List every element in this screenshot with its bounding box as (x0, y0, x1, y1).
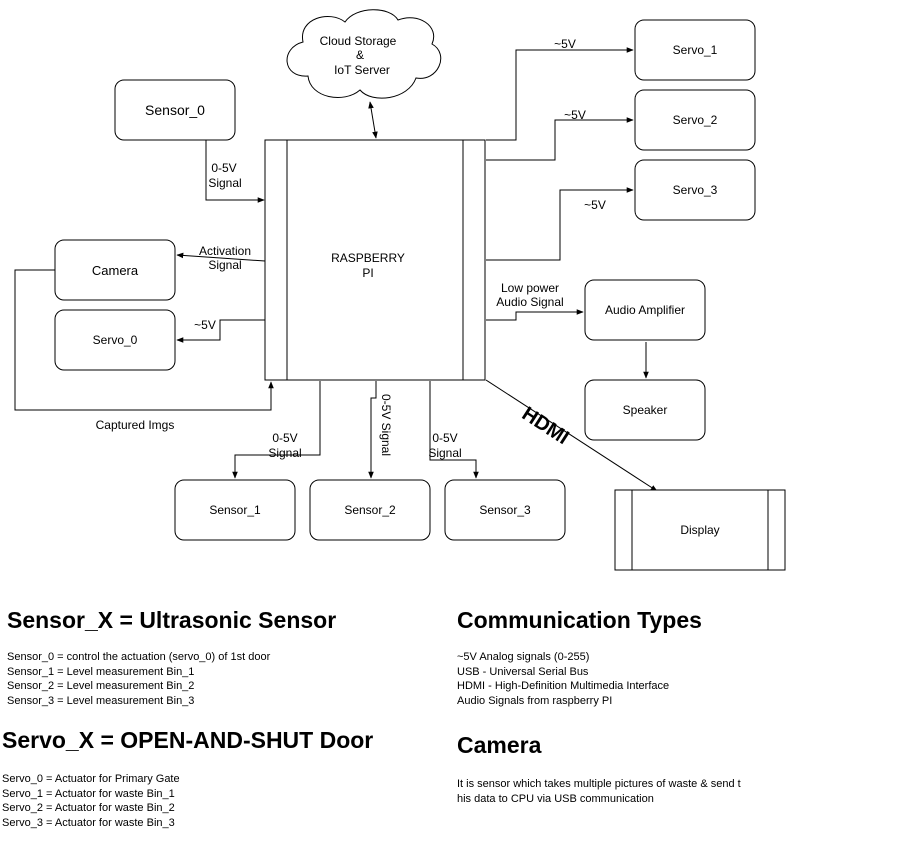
legend-sensors-list: Sensor_0 = control the actuation (servo_… (7, 650, 336, 708)
sensor-2-label: Sensor_2 (344, 503, 396, 517)
legend-servos-list: Servo_0 = Actuator for Primary Gate Serv… (2, 772, 373, 830)
edge-camera-to-pi (14, 269, 274, 411)
activation-label-a: Activation (199, 244, 251, 258)
edge-pi-to-servo1 (486, 47, 634, 141)
sensor-0-node: Sensor_0 (114, 79, 236, 141)
edge-pi-cloud (368, 101, 378, 139)
audio-signal-label-a: Low power (501, 281, 559, 295)
edge-pi-to-sensor3 (429, 381, 479, 479)
legend-communication-item: HDMI - High-Definition Multimedia Interf… (457, 680, 670, 692)
raspberry-pi-node: RASPBERRY PI (264, 139, 486, 381)
connectors (14, 47, 658, 492)
display-label: Display (680, 523, 719, 537)
legend-servos-item: Servo_1 = Actuator for waste Bin_1 (2, 787, 175, 800)
speaker-node: Speaker (584, 379, 706, 441)
legend-communication-item: USB - Universal Serial Bus (457, 665, 589, 678)
servo-1-node: Servo_1 (634, 19, 756, 81)
legend-communication-item: ~5V Analog signals (0-255) (457, 651, 590, 663)
legend-sensors-item: Sensor_2 = Level measurement Bin_2 (7, 680, 195, 692)
cloud-node: Cloud Storage & IoT Server (286, 9, 442, 99)
sensor3-edge-label-a: 0-5V (432, 431, 457, 445)
edge-sensor0-to-pi (205, 140, 265, 203)
edge-pi-to-servo3 (486, 187, 634, 261)
legend-sensors: Sensor_X = Ultrasonic Sensor Sensor_0 = … (7, 606, 336, 708)
sensor2-edge-label: 0-5V Signal (379, 394, 393, 456)
servo-0-node: Servo_0 (54, 309, 176, 371)
sensor0-edge-label-a: 0-5V (211, 161, 236, 175)
camera-label: Camera (92, 263, 139, 278)
edge-pi-to-camera (176, 252, 266, 262)
servo-3-node: Servo_3 (634, 159, 756, 221)
sensor-1-node: Sensor_1 (174, 479, 296, 541)
sensor3-edge-label-b: Signal (428, 446, 461, 460)
sensor-0-label: Sensor_0 (145, 102, 205, 118)
edge-pi-to-servo0 (176, 319, 265, 343)
pi-label-line2: PI (362, 266, 373, 280)
legend-servos-item: Servo_0 = Actuator for Primary Gate (2, 773, 180, 785)
display-node: Display (614, 489, 786, 571)
legend-sensors-item: Sensor_1 = Level measurement Bin_1 (7, 665, 195, 678)
cloud-label-line2: & (356, 48, 364, 62)
legend-camera-title: Camera (457, 732, 542, 758)
pi-label-line1: RASPBERRY (331, 251, 405, 265)
servo1-voltage-label: ~5V (554, 37, 576, 51)
legend-camera-line1: It is sensor which takes multiple pictur… (457, 778, 741, 790)
speaker-label: Speaker (623, 403, 668, 417)
legend-communication-list: ~5V Analog signals (0-255) USB - Univers… (457, 650, 702, 708)
edge-pi-to-sensor1 (232, 381, 321, 479)
servo3-voltage-label: ~5V (584, 198, 606, 212)
legend-sensors-item: Sensor_3 = Level measurement Bin_3 (7, 694, 195, 707)
captured-imgs-label: Captured Imgs (96, 418, 175, 432)
legend-servos-item: Servo_2 = Actuator for waste Bin_2 (2, 802, 175, 814)
activation-label-b: Signal (208, 258, 241, 272)
hdmi-label: HDMI (518, 403, 573, 449)
system-diagram: RASPBERRY PI Cloud Storage & IoT Server … (14, 9, 786, 571)
sensor1-edge-label-b: Signal (268, 446, 301, 460)
edge-pi-to-sensor2 (368, 381, 377, 479)
legend-camera: Camera It is sensor which takes multiple… (457, 731, 741, 806)
audio-signal-label-b: Audio Signal (496, 295, 563, 309)
legend-servos-item: Servo_3 = Actuator for waste Bin_3 (2, 816, 175, 829)
legend-sensors-item: Sensor_0 = control the actuation (servo_… (7, 651, 271, 663)
servo2-voltage-label: ~5V (564, 108, 586, 122)
edge-pi-to-amplifier (486, 309, 584, 321)
legend-communication: Communication Types ~5V Analog signals (… (457, 606, 702, 708)
servo-3-label: Servo_3 (673, 183, 718, 197)
servo-1-label: Servo_1 (673, 43, 718, 57)
cloud-label-line1: Cloud Storage (320, 34, 397, 48)
servo-2-label: Servo_2 (673, 113, 718, 127)
sensor0-edge-label-b: Signal (208, 176, 241, 190)
legend-servos-title: Servo_X = OPEN-AND-SHUT Door (2, 727, 374, 753)
legend-communication-item: Audio Signals from raspberry PI (457, 694, 613, 707)
sensor-1-label: Sensor_1 (209, 503, 261, 517)
sensor-2-node: Sensor_2 (309, 479, 431, 541)
edge-pi-to-servo2 (486, 117, 634, 161)
servo-2-node: Servo_2 (634, 89, 756, 151)
cloud-label-line3: IoT Server (334, 63, 390, 77)
audio-amplifier-node: Audio Amplifier (584, 279, 706, 341)
sensor-3-label: Sensor_3 (479, 503, 531, 517)
sensor-3-node: Sensor_3 (444, 479, 566, 541)
servo0-voltage-label: ~5V (194, 318, 216, 332)
camera-node: Camera (54, 239, 176, 301)
sensor1-edge-label-a: 0-5V (272, 431, 297, 445)
legend-communication-title: Communication Types (457, 607, 702, 633)
edge-pi-to-display (485, 379, 658, 492)
legend-servos: Servo_X = OPEN-AND-SHUT Door Servo_0 = A… (2, 726, 373, 830)
servo-0-label: Servo_0 (93, 333, 138, 347)
legend-camera-line2: his data to CPU via USB communication (457, 792, 654, 805)
audio-amplifier-label: Audio Amplifier (605, 303, 685, 317)
legend-sensors-title: Sensor_X = Ultrasonic Sensor (7, 607, 337, 633)
